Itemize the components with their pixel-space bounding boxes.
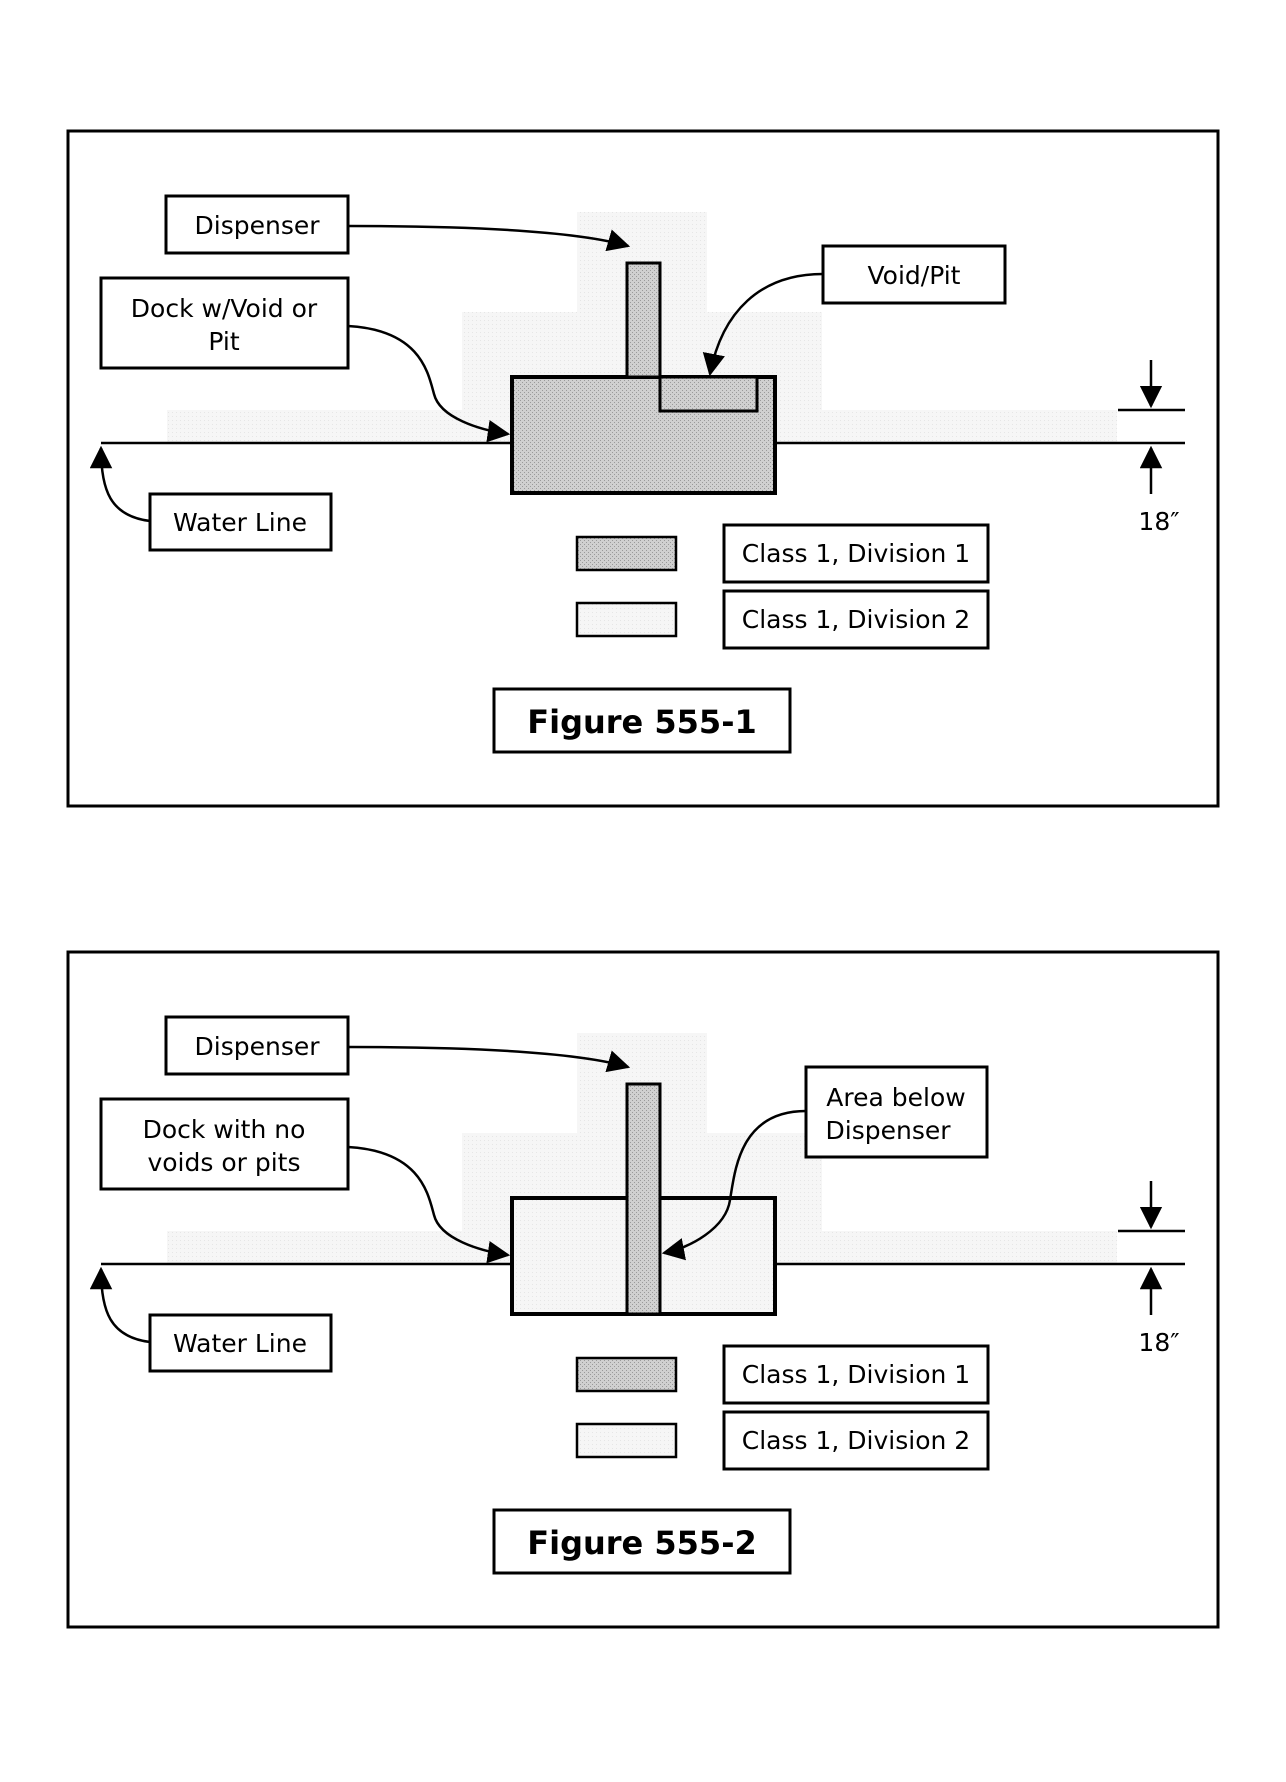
legend-swatch-div1: [575, 535, 678, 572]
legend-swatch-div2: [575, 601, 678, 638]
area-below-dispenser-callout: Area below Dispenser: [661, 1065, 989, 1261]
figure-frame: [66, 129, 1220, 808]
dock-label-line2: Pit: [208, 327, 239, 356]
water-line-label: Water Line: [173, 508, 307, 537]
dispenser-label: Dispenser: [195, 1032, 321, 1061]
dock-callout: Dock w/Void or Pit: [99, 276, 511, 443]
figure-title: Figure 555-1: [527, 703, 756, 741]
area-below-label-line1: Area below: [826, 1083, 965, 1112]
void-pit-arrow: [702, 272, 824, 377]
dispenser-callout: Dispenser: [164, 194, 631, 255]
dimension-label: 18″: [1138, 507, 1179, 536]
dispenser-label: Dispenser: [195, 211, 321, 240]
dispenser-callout: Dispenser: [164, 1015, 631, 1076]
dispenser-column: [625, 261, 662, 379]
legend-div2-label: Class 1, Division 2: [742, 605, 970, 634]
dispenser-column: [625, 1082, 662, 1316]
dock-label-line1: Dock w/Void or: [131, 294, 318, 323]
dimension-label: 18″: [1138, 1328, 1179, 1357]
void-pit-label: Void/Pit: [868, 261, 961, 290]
figure-title-box: Figure 555-2: [492, 1508, 792, 1575]
dock-label-line2: voids or pits: [147, 1148, 300, 1177]
water-line-arrow: [89, 1266, 151, 1344]
legend-swatch-div1: [575, 1356, 678, 1393]
area-below-arrow: [661, 1109, 807, 1261]
dimension-18in: 18″: [1118, 360, 1185, 536]
water-line-callout: Water Line: [89, 1266, 333, 1373]
water-line-arrow: [89, 445, 151, 523]
figure-555-1: Dispenser Dock w/Void or Pit Void/Pit Wa…: [66, 129, 1220, 808]
legend: Class 1, Division 1 Class 1, Division 2: [575, 1344, 990, 1471]
figure-title: Figure 555-2: [527, 1524, 756, 1562]
legend-div1-label: Class 1, Division 1: [742, 1360, 970, 1389]
dock-arrow: [347, 1145, 511, 1264]
figure-555-2: Dispenser Dock with no voids or pits Are…: [66, 950, 1220, 1629]
area-below-label-line2: Dispenser: [826, 1116, 952, 1145]
dock-arrow: [347, 324, 511, 443]
legend-div1-label: Class 1, Division 1: [742, 539, 970, 568]
figure-frame: [66, 950, 1220, 1629]
legend-div2-label: Class 1, Division 2: [742, 1426, 970, 1455]
dispenser-arrow: [347, 224, 631, 252]
dock-label-line1: Dock with no: [143, 1115, 306, 1144]
legend: Class 1, Division 1 Class 1, Division 2: [575, 523, 990, 650]
dimension-18in: 18″: [1118, 1181, 1185, 1357]
dock-callout: Dock with no voids or pits: [99, 1097, 511, 1264]
water-line-callout: Water Line: [89, 445, 333, 552]
water-line-label: Water Line: [173, 1329, 307, 1358]
dispenser-arrow: [347, 1045, 631, 1073]
void-pit: [658, 375, 759, 413]
legend-swatch-div2: [575, 1422, 678, 1459]
void-pit-callout: Void/Pit: [702, 244, 1007, 377]
figure-title-box: Figure 555-1: [492, 687, 792, 754]
